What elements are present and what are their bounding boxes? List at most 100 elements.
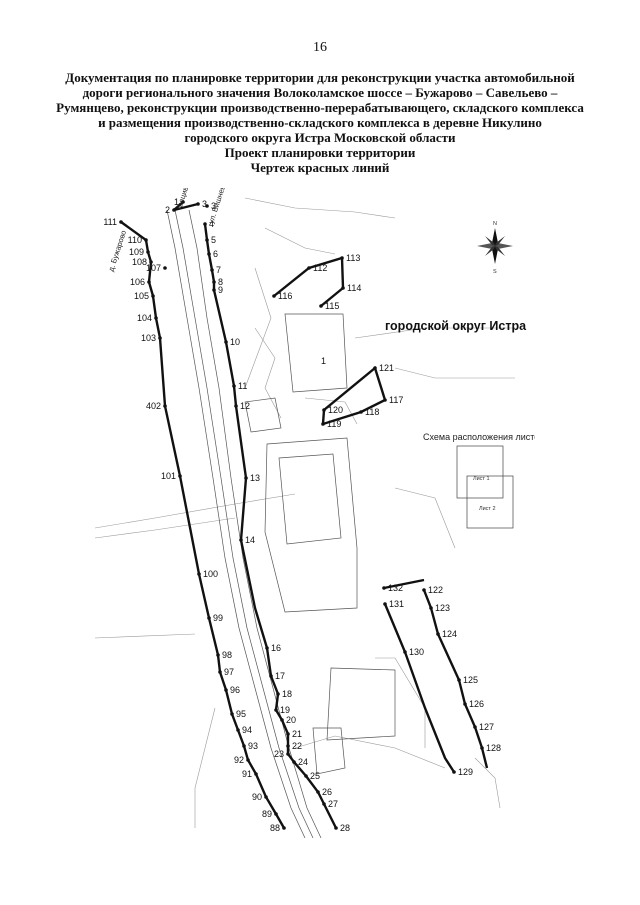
red-line-point [452,770,456,774]
red-line-point [373,366,377,370]
header-line-1: Документация по планировке территории дл… [65,70,575,85]
red-line-point [146,250,150,254]
red-line-point [119,220,123,224]
buildings [244,313,396,775]
red-line-point-label: 90 [252,792,262,802]
compass-north: N [493,221,497,227]
red-line-point-label: 26 [322,787,332,797]
red-line-point [322,408,326,412]
red-line-point [382,586,386,590]
red-line-point [216,653,220,657]
red-line-point [147,280,151,284]
red-line-point-label: 4 [209,219,214,229]
red-line-point [307,266,311,270]
red-line-point [244,476,248,480]
red-line-point [304,774,308,778]
sheet-1-label: Лист 1 [473,476,490,482]
red-line-point-label: 3 [202,199,207,209]
red-line-point-label: 123 [435,603,450,613]
compass-south: S [493,269,497,275]
red-line-point-label: 9 [218,285,223,295]
red-line-point-label: 1 [174,197,179,207]
red-line-point-label: 108 [132,257,147,267]
red-line-point-label: 93 [248,741,258,751]
red-line-point-label: 124 [442,629,457,639]
red-line-point [232,384,236,388]
red-line-point [254,772,258,776]
red-line-point-label: 5 [211,235,216,245]
street-label-vishnevaya: ул. Вишневая [206,188,229,225]
red-line-point-label: 99 [213,613,223,623]
red-line-point-label: 7 [216,265,221,275]
header-line-5: городского округа Истра Московской облас… [184,130,456,145]
red-line-point-label: 128 [486,743,501,753]
building-label: 1 [321,356,326,366]
red-line-point-label: 12 [240,401,250,411]
red-line-point-label: 18 [282,689,292,699]
compass-rose-icon: N S [477,221,513,275]
red-line-point-label: 106 [130,277,145,287]
red-line-point-label: 132 [388,583,403,593]
header-line-6: Проект планировки территории [224,145,416,160]
red-line-point-label: 92 [234,755,244,765]
red-line-point-label: 97 [224,667,234,677]
red-line-point-label: 130 [409,647,424,657]
red-line-point [246,758,250,762]
red-line-point [197,572,201,576]
red-line-point-label: 98 [222,650,232,660]
header-line-3: Румянцево, реконструкции производственно… [56,100,584,115]
red-line-point-label: 105 [134,291,149,301]
red-line-point-label: 22 [292,741,302,751]
red-line-point-label: 131 [389,599,404,609]
red-line-point-label: 104 [137,313,152,323]
red-line-point-label: 112 [313,263,327,273]
red-line-point [205,238,209,242]
red-line-point-label: 402 [146,401,161,411]
document-header: Документация по планировке территории дл… [40,70,600,175]
header-line-7: Чертеж красных линий [250,160,390,175]
red-line-point-label: 114 [347,283,361,293]
red-line-point [383,602,387,606]
red-line-point [473,725,477,729]
red-line-point-label: 91 [242,769,252,779]
red-line-point [383,398,387,402]
sheet-2-label: Лист 2 [479,506,496,512]
red-line-point-label: 122 [428,585,443,595]
red-line-point [463,702,467,706]
red-line-point-label: 24 [298,757,308,767]
red-line-point [151,294,155,298]
red-line-point-label: 96 [230,685,240,695]
red-line-point-label: 125 [463,675,478,685]
red-line-point-label: 110 [128,235,142,245]
header-line-4: и размещения производственно-складского … [98,115,542,130]
red-line-point [218,670,222,674]
red-line-point-label: 88 [270,823,280,833]
red-line-point [224,340,228,344]
red-line-point-label: 25 [310,771,320,781]
red-line-point [403,650,407,654]
red-line-point-label: 116 [278,291,292,301]
red-line-point-label: 129 [458,767,473,777]
red-line-point [207,252,211,256]
red-line-point-label: 6 [213,249,218,259]
red-line-point [181,200,185,204]
red-line-point [224,688,228,692]
red-line-point [274,812,278,816]
red-line-point-label: 94 [242,725,252,735]
red-line-point-label: 119 [327,419,341,429]
red-line-point [359,410,363,414]
red-line-point [286,744,290,748]
red-line-point-label: 21 [292,729,302,739]
red-line-point [149,260,153,264]
red-line-point [436,632,440,636]
red-line-point [234,404,238,408]
red-line-point-label: 100 [203,569,218,579]
red-line-point [163,404,167,408]
red-line-point-label: 120 [328,405,343,415]
red-line-point-label: 127 [479,722,494,732]
red-line-point-label: 19 [280,705,290,715]
red-line-point-label: 113 [346,253,360,263]
red-line-point-label: 14 [245,535,255,545]
red-line-point-label: 107 [146,263,161,273]
